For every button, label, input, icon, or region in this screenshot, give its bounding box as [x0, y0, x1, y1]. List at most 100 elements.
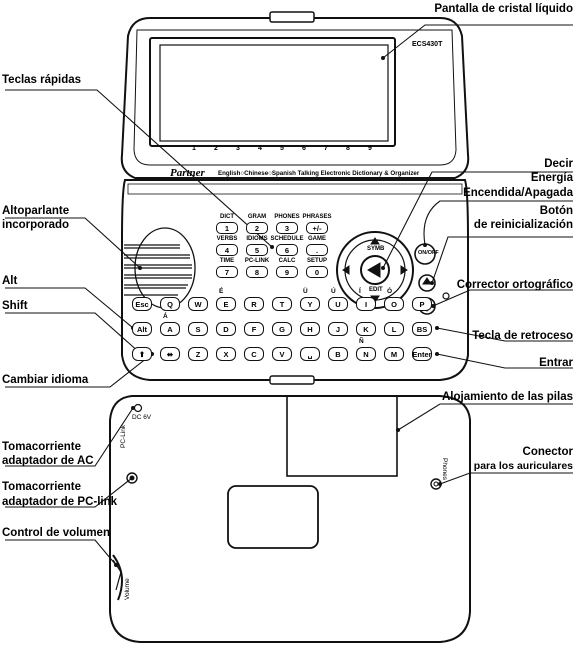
keyboard-key[interactable]: J [328, 322, 348, 336]
label-reset: Botón [539, 205, 573, 217]
dc-label: DC 6V [132, 414, 152, 421]
keyboard-key[interactable]: S [188, 322, 208, 336]
keyboard-key[interactable]: Enter [412, 347, 432, 361]
label-battery: Alojamiento de las pilas [441, 391, 573, 403]
keyboard-key[interactable]: G [272, 322, 292, 336]
keyboard-key[interactable]: E [216, 297, 236, 311]
screen-number: 5 [280, 145, 284, 152]
keyboard-key[interactable]: M [384, 347, 404, 361]
keyboard-key[interactable]: O [384, 297, 404, 311]
say-arrow-up-button[interactable] [418, 274, 436, 292]
keyboard-key[interactable]: ⬌ [160, 347, 180, 361]
center-recess [227, 485, 319, 549]
label-ac: Tomacorriente [2, 441, 82, 453]
brand-logo: Partner [170, 167, 205, 179]
label-power-2: Encendida/Apagada [463, 187, 573, 199]
edit-label: EDIT [369, 287, 383, 293]
model-label: ECS430T [412, 41, 443, 48]
keyboard-key[interactable]: K [356, 322, 376, 336]
screen-number: 2 [214, 145, 218, 152]
hotkey-button[interactable]: +/- [306, 222, 328, 234]
label-alt: Alt [2, 275, 18, 287]
label-hotkeys: Teclas rápidas [2, 74, 82, 86]
keyboard-key[interactable]: Q [160, 297, 180, 311]
screen-number: 3 [236, 145, 240, 152]
phones-port-label: Phones [441, 458, 448, 481]
keyboard-key[interactable]: F [244, 322, 264, 336]
keyboard-key[interactable]: BS [412, 322, 432, 336]
device-back [109, 395, 471, 643]
hotkey-label: SCHEDULE [270, 236, 304, 242]
hotkey-button[interactable]: 3 [276, 222, 298, 234]
label-connector: Conector [522, 446, 573, 458]
hotkey-button[interactable]: . [306, 244, 328, 256]
pclink-port-label: PC-Link [120, 424, 127, 448]
label-speaker: Altoparlante [2, 205, 70, 217]
label-spell: Corrector ortográfico [456, 279, 573, 291]
accent-label: Á [163, 313, 168, 320]
hotkey-button[interactable]: 6 [276, 244, 298, 256]
screen-number: 1 [192, 145, 196, 152]
hotkey-button[interactable]: 8 [246, 266, 268, 278]
keyboard-key[interactable]: ⬆ [132, 347, 152, 361]
keyboard-key[interactable]: H [300, 322, 320, 336]
screen-number: 4 [258, 145, 262, 152]
accent-label: Ú [331, 288, 336, 295]
keyboard-key[interactable]: V [272, 347, 292, 361]
label-lcd: Pantalla de cristal líquido [434, 3, 573, 15]
keyboard-key[interactable]: L [384, 322, 404, 336]
leader-lines [5, 24, 573, 566]
keyboard-key[interactable]: D [216, 322, 236, 336]
keyboard-key[interactable]: N [356, 347, 376, 361]
keyboard-key[interactable]: I [356, 297, 376, 311]
keyboard-key[interactable]: Esc [132, 297, 152, 311]
keyboard-key[interactable]: ␣ [300, 347, 320, 361]
keyboard-key[interactable]: P [412, 297, 432, 311]
hotkey-button[interactable]: 9 [276, 266, 298, 278]
symb-label: SYMB [367, 246, 385, 252]
screen-number: 8 [346, 145, 350, 152]
keyboard-key[interactable]: W [188, 297, 208, 311]
keyboard-key[interactable]: C [244, 347, 264, 361]
screen-number: 9 [368, 145, 372, 152]
label-shift: Shift [2, 300, 28, 312]
hotkey-label: GRAM [247, 214, 267, 220]
volume-wheel[interactable] [112, 554, 123, 601]
hotkey-label: PHRASES [302, 214, 332, 220]
label-backspace: Tecla de retroceso [472, 330, 573, 342]
label-lang: Cambiar idioma [2, 374, 89, 386]
label-pclink: Tomacorriente [2, 481, 82, 493]
volume-port-label: Volume [124, 578, 131, 600]
label-volume: Control de volumen [2, 527, 110, 539]
label-power: Energía [530, 172, 573, 184]
label-connector-2: para los auriculares [473, 460, 573, 472]
hotkey-button[interactable]: 4 [216, 244, 238, 256]
label-say: Decir [544, 158, 573, 170]
hotkey-button[interactable]: 5 [246, 244, 268, 256]
nav-dial[interactable] [336, 231, 414, 309]
hotkey-label: PC-LINK [244, 258, 270, 264]
hotkey-button[interactable]: 7 [216, 266, 238, 278]
keyboard-key[interactable]: U [328, 297, 348, 311]
battery-compartment [286, 395, 398, 477]
keyboard-key[interactable]: T [272, 297, 292, 311]
hotkey-button[interactable]: 0 [306, 266, 328, 278]
keyboard-key[interactable]: X [216, 347, 236, 361]
hotkey-button[interactable]: 1 [216, 222, 238, 234]
reset-button[interactable] [442, 292, 450, 300]
hotkey-label: SETUP [306, 258, 327, 264]
hotkey-label: IDIOMS [246, 236, 268, 242]
keyboard-key[interactable]: Alt [132, 322, 152, 336]
hotkey-button[interactable]: 2 [246, 222, 268, 234]
device-tagline: English○Chinese○Spanish Talking Electron… [218, 170, 420, 177]
keyboard-key[interactable]: B [328, 347, 348, 361]
keyboard-key[interactable]: Z [188, 347, 208, 361]
keyboard-key[interactable]: Y [300, 297, 320, 311]
keyboard-key[interactable]: R [244, 297, 264, 311]
speaker-grille [124, 227, 196, 309]
keyboard-key[interactable]: A [160, 322, 180, 336]
label-pclink-2: adaptador de PC-link [2, 496, 118, 508]
hotkey-label: TIME [219, 258, 235, 264]
accent-label: Í [359, 288, 361, 295]
